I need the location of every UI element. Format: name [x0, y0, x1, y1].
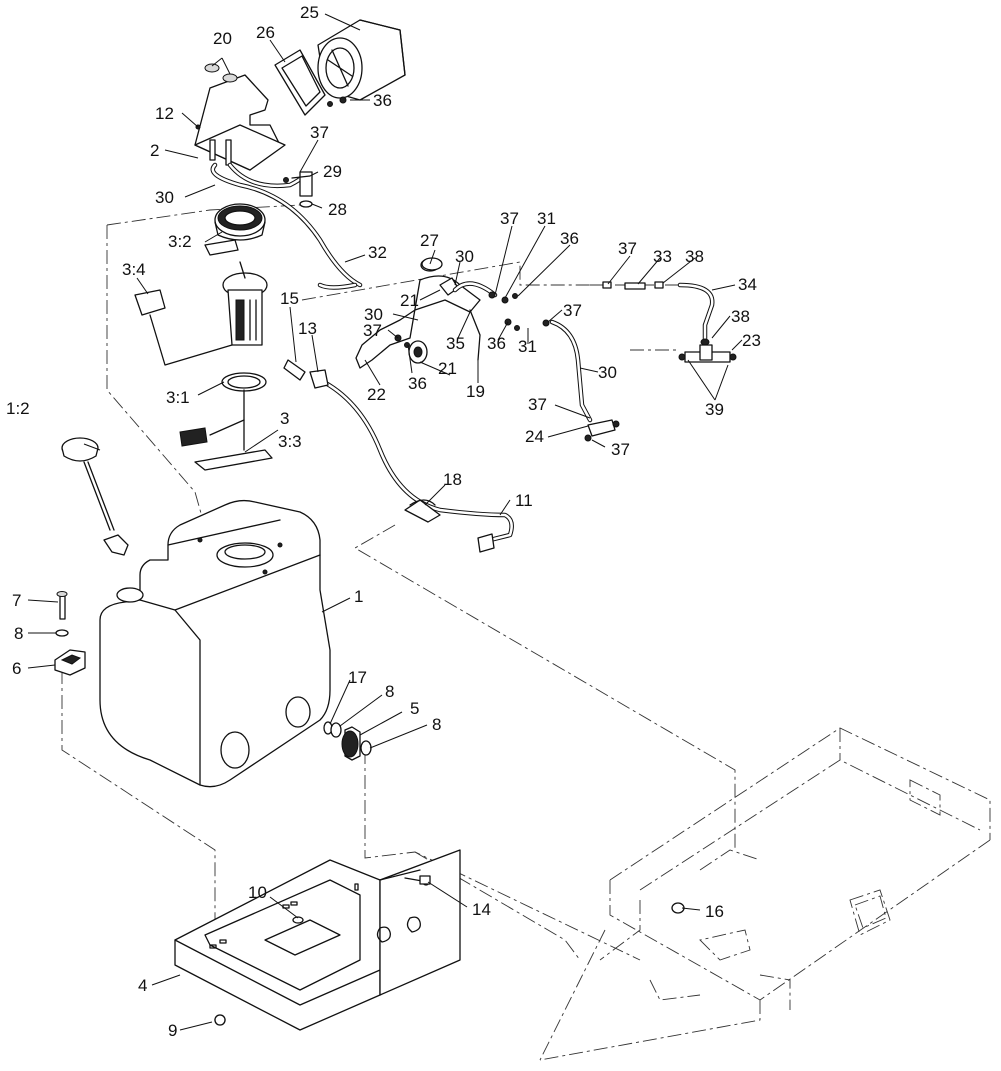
fuel-tank	[99, 499, 331, 788]
callout-4: 4	[138, 976, 147, 995]
spacer-5	[323, 721, 372, 761]
callout-30: 30	[455, 247, 474, 266]
callout-16: 16	[705, 902, 724, 921]
callout-36: 36	[560, 229, 579, 248]
mount-bracket-2	[194, 63, 286, 171]
callout-5: 5	[410, 699, 419, 718]
callout-15: 15	[280, 289, 299, 308]
callout-3-2: 3:2	[168, 232, 192, 251]
callout-9: 9	[168, 1021, 177, 1040]
callout-37: 37	[310, 123, 329, 142]
callout-6: 6	[12, 659, 21, 678]
carbon-canister	[274, 19, 406, 116]
callout-3-1: 3:1	[166, 388, 190, 407]
callout-3-4: 3:4	[122, 260, 146, 279]
callout-25: 25	[300, 3, 319, 22]
callout-24: 24	[525, 427, 544, 446]
callout-27: 27	[420, 231, 439, 250]
callout-28: 28	[328, 200, 347, 219]
callout-23: 23	[742, 331, 761, 350]
callout-11: 11	[515, 491, 533, 510]
callout-3-3: 3:3	[278, 432, 302, 451]
callout-39: 39	[705, 400, 724, 419]
callout-30: 30	[155, 188, 174, 207]
callout-1-2: 1:2	[6, 399, 30, 418]
callout-26: 26	[256, 23, 275, 42]
callout-29: 29	[323, 162, 342, 181]
callout-18: 18	[443, 470, 462, 489]
callout-32: 32	[368, 243, 387, 262]
fuel-rail-assembly	[355, 258, 620, 442]
callout-10: 10	[248, 883, 267, 902]
callout-8: 8	[432, 715, 441, 734]
callout-33: 33	[653, 247, 672, 266]
callout-1: 1	[354, 587, 363, 606]
fuel-line-assembly	[283, 359, 514, 553]
fittings-28-29	[283, 171, 313, 208]
callout-31: 31	[537, 209, 556, 228]
callout-30: 30	[364, 305, 383, 324]
callout-2: 2	[150, 141, 159, 160]
callout-8: 8	[385, 682, 394, 701]
callout-8: 8	[14, 624, 23, 643]
callout-12: 12	[155, 104, 174, 123]
leader-lines	[27, 13, 743, 1031]
callout-22: 22	[367, 385, 386, 404]
callout-20: 20	[213, 29, 232, 48]
callout-37: 37	[500, 209, 519, 228]
chassis-frame	[539, 727, 991, 1061]
callout-35: 35	[446, 334, 465, 353]
callout-14: 14	[472, 900, 491, 919]
callout-36: 36	[487, 334, 506, 353]
bracket-6	[54, 591, 86, 676]
fuel-pump-assembly	[134, 203, 273, 471]
callout-17: 17	[348, 668, 367, 687]
callout-36: 36	[373, 91, 392, 110]
callout-38: 38	[731, 307, 750, 326]
callout-13: 13	[298, 319, 317, 338]
callout-37: 37	[611, 440, 630, 459]
callout-37: 37	[363, 321, 382, 340]
callout-31: 31	[518, 337, 537, 356]
callout-37: 37	[618, 239, 637, 258]
callout-19: 19	[466, 382, 485, 401]
callout-37: 37	[563, 301, 582, 320]
callout-7: 7	[12, 591, 21, 610]
callout-34: 34	[738, 275, 757, 294]
callout-21: 21	[400, 291, 419, 310]
callout-21: 21	[438, 359, 457, 378]
callout-30: 30	[598, 363, 617, 382]
callout-36: 36	[408, 374, 427, 393]
callout-3: 3	[280, 409, 289, 428]
fuel-cap	[61, 437, 129, 556]
callout-labels: 25 20 26 36 12 37 2 29 30 28 3:2 27 32 3…	[6, 3, 761, 1040]
callout-38: 38	[685, 247, 704, 266]
tank-mount-plate	[174, 849, 461, 1031]
callout-37: 37	[528, 395, 547, 414]
return-hose-assembly	[602, 281, 737, 363]
